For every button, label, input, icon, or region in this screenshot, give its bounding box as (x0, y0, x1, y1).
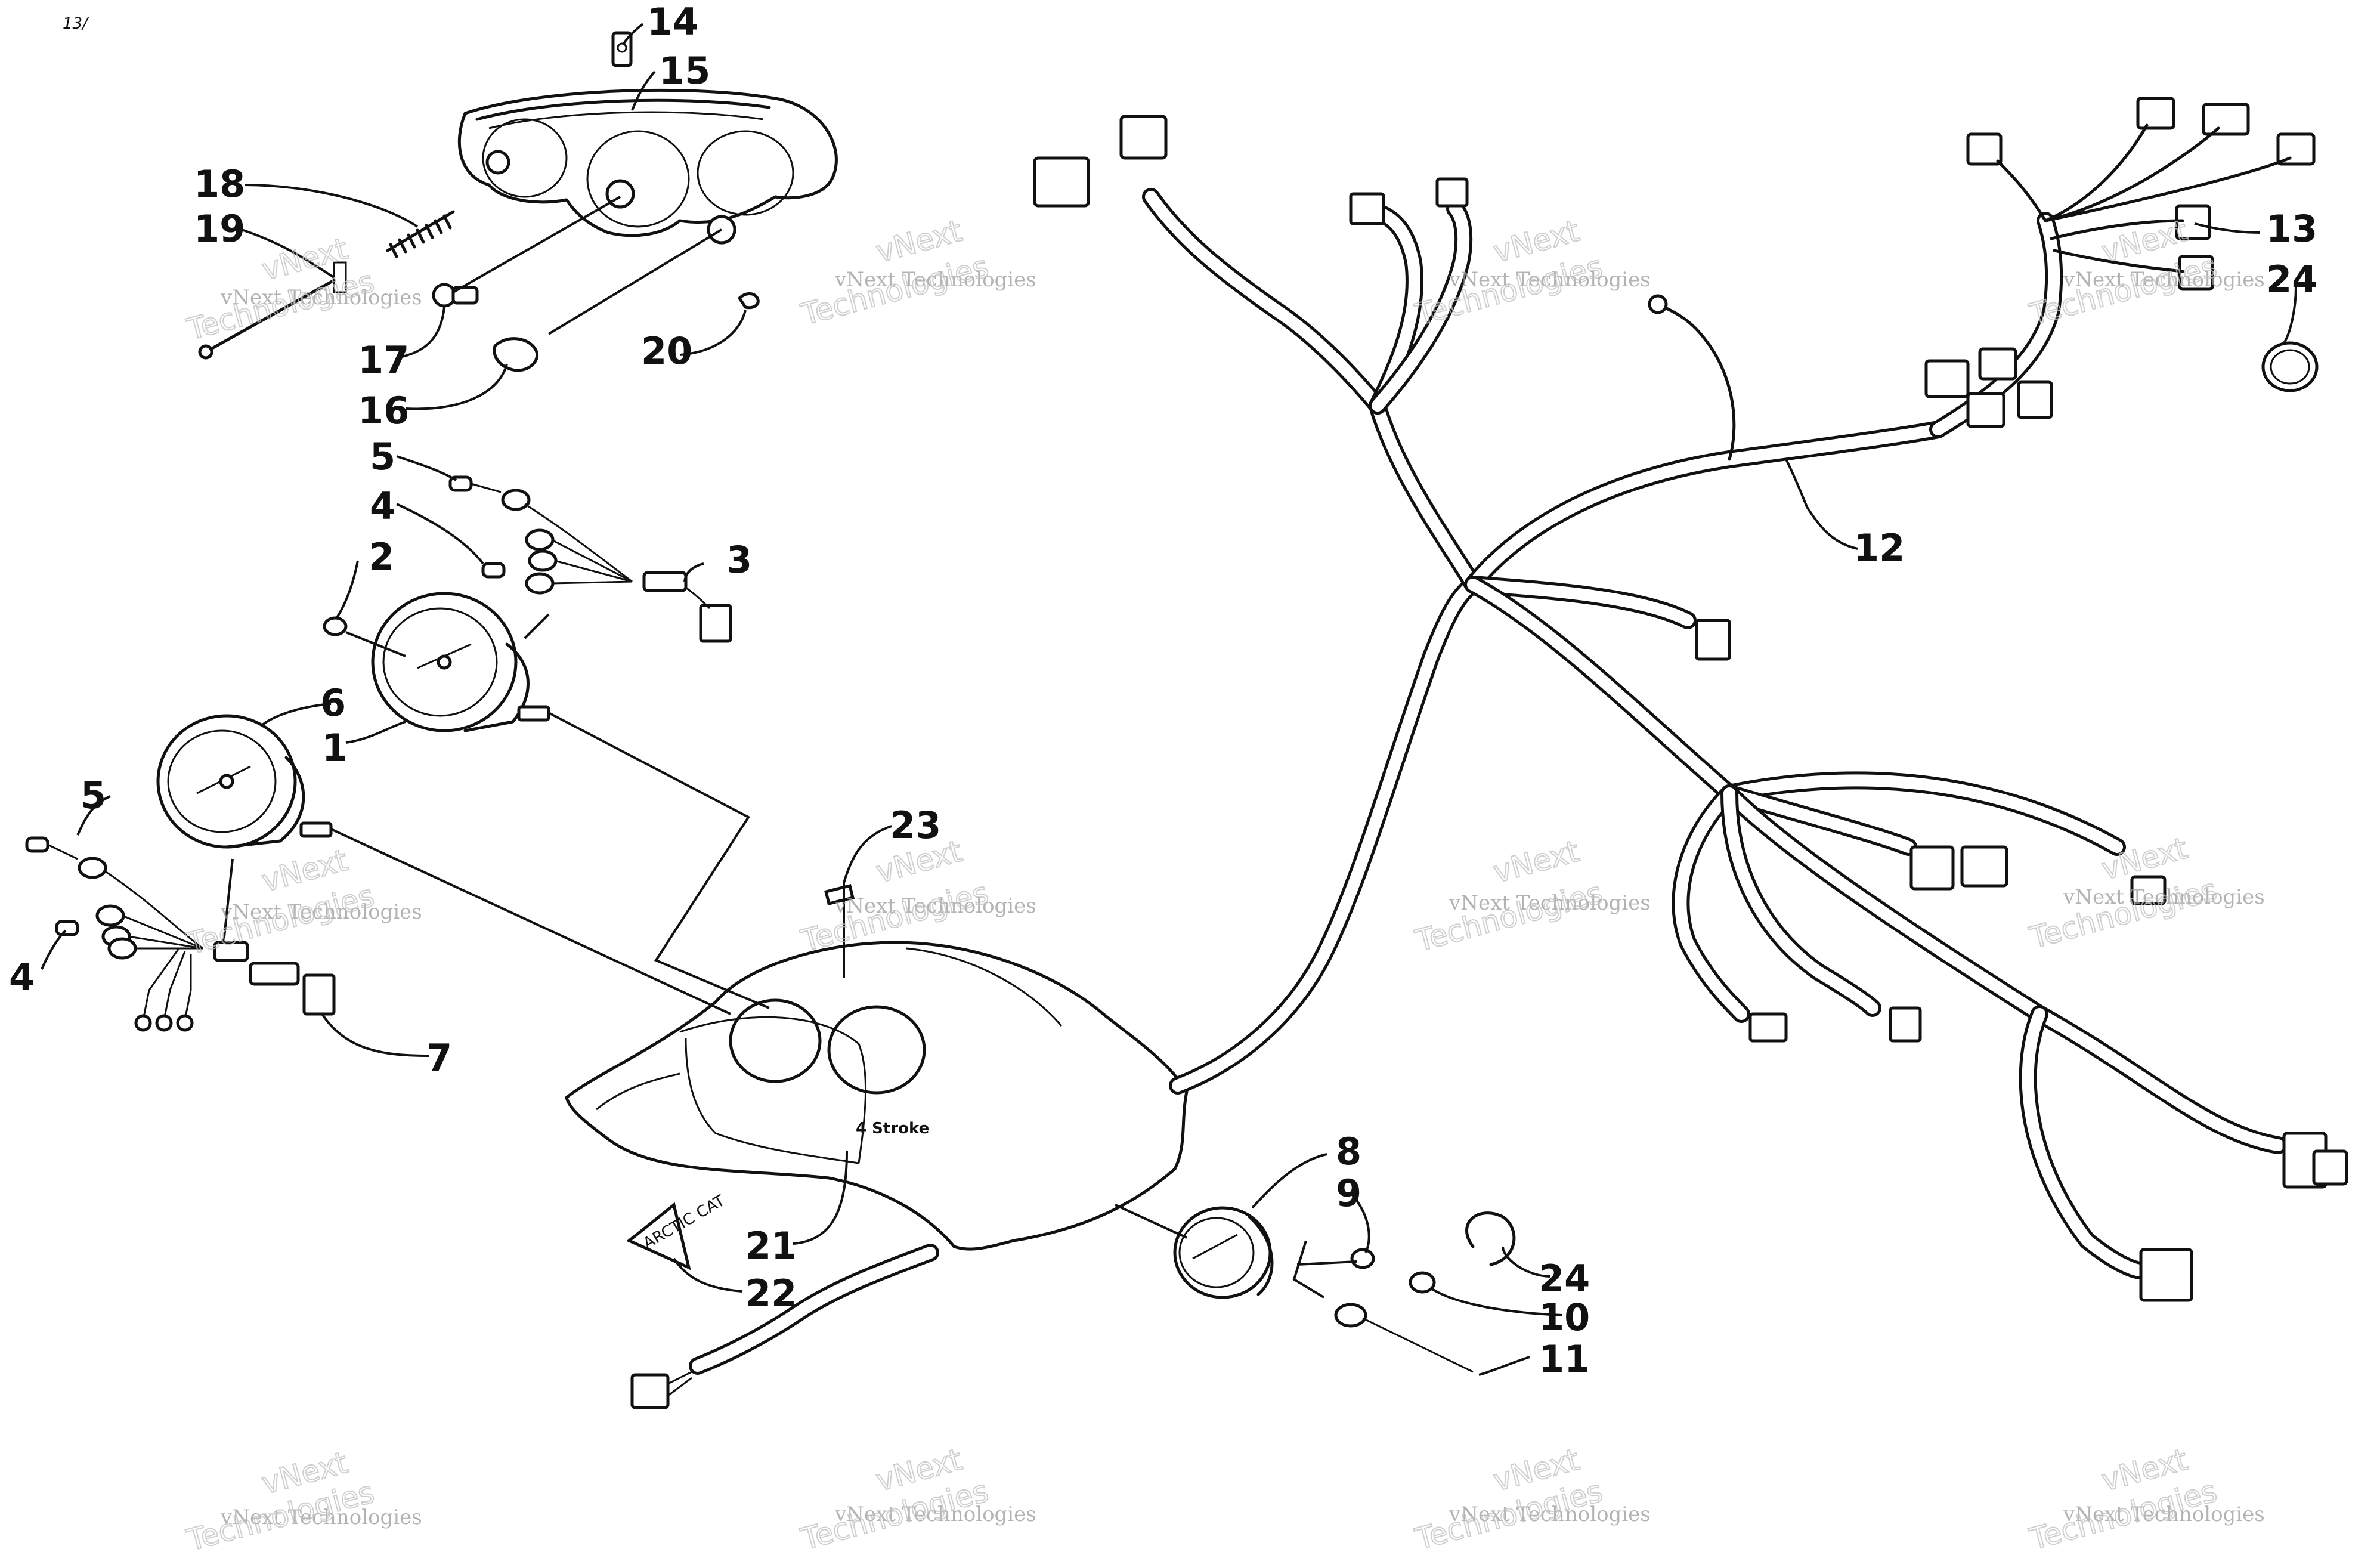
callout-3: 3 (726, 538, 752, 582)
watermark: vNext vNext Technologies Technologies (797, 1442, 1036, 1555)
callout-12: 12 (1853, 526, 1905, 570)
watermark-line-1: vNext Technologies (834, 894, 1036, 918)
watermark-line-1: vNext Technologies (834, 1503, 1036, 1526)
callout-9: 9 (1336, 1171, 1361, 1215)
callout-1: 1 (322, 726, 348, 769)
callout-14: 14 (647, 0, 698, 44)
gauge-nut (1409, 1271, 1436, 1294)
callout-17: 17 (358, 338, 409, 382)
watermark: vNext vNext Technologies Technologies (1411, 213, 1651, 333)
top-right-sub-harness (1996, 123, 2292, 273)
headlight-assembly (457, 88, 838, 245)
callout-16: 16 (358, 389, 409, 432)
headlight-bulb (432, 283, 479, 308)
callout-18: 18 (194, 162, 245, 206)
gauge-harness-upper (448, 475, 732, 643)
bulb-socket (493, 337, 539, 372)
watermark-line-1: vNext Technologies (1449, 268, 1651, 292)
watermark: vNext vNext Technologies Technologies (1411, 833, 1651, 959)
sending-unit-wire (1334, 1303, 1474, 1373)
harness-clamp-right (2261, 341, 2319, 392)
watermark: vNext vNext Technologies Technologies (2025, 830, 2265, 956)
watermark: vNext vNext Technologies Technologies (797, 213, 1036, 333)
watermark-line-1: vNext Technologies (1449, 891, 1651, 915)
watermark-line-1: vNext Technologies (834, 268, 1036, 292)
harness-connectors (1033, 97, 2348, 1302)
callout-4-upper: 4 (370, 484, 395, 528)
callout-6: 6 (320, 681, 346, 725)
watermark: vNext vNext Technologies Technologies (182, 1445, 422, 1555)
callout-15: 15 (659, 49, 710, 92)
watermark-line-1: vNext Technologies (220, 1505, 422, 1529)
marker-bulb (737, 292, 760, 310)
callout-19: 19 (194, 207, 245, 251)
callout-23: 23 (890, 803, 941, 847)
watermark-line-1: vNext Technologies (1449, 1503, 1651, 1526)
watermark: vNext vNext Technologies Technologies (182, 842, 422, 962)
speedometer (371, 592, 550, 732)
callout-4-lower: 4 (9, 956, 35, 999)
callout-21: 21 (745, 1224, 797, 1268)
arctic-cat-decal: ARCTIC CAT (626, 1192, 728, 1270)
watermark: vNext vNext Technologies Technologies (2025, 1442, 2265, 1555)
callout-2: 2 (369, 535, 394, 579)
watermark-line-1: vNext Technologies (2063, 268, 2265, 292)
corner-mark: 13/ (63, 15, 89, 33)
watermark: vNext vNext Technologies Technologies (1411, 1442, 1651, 1555)
callout-13: 13 (2266, 207, 2317, 251)
tachometer (156, 714, 333, 849)
hood-decal-small (824, 883, 855, 906)
adjuster-screw (198, 261, 347, 360)
callout-22: 22 (745, 1272, 797, 1315)
watermark-line-2: vNext (1490, 834, 1583, 890)
callout-24-lower: 24 (1539, 1257, 1590, 1300)
watermark-line-3: Technologies (1412, 875, 1606, 958)
callout-11: 11 (1539, 1337, 1590, 1381)
harness-clamp (1465, 1211, 1516, 1266)
callout-24-upper: 24 (2266, 258, 2317, 301)
callout-5-upper: 5 (370, 435, 395, 478)
callout-10: 10 (1539, 1296, 1590, 1339)
callout-7: 7 (426, 1036, 452, 1080)
main-wiring-harness (1142, 188, 2287, 1279)
fuel-gauge (1173, 1206, 1274, 1299)
callout-8: 8 (1336, 1130, 1361, 1173)
dash-sub-harness (630, 1244, 939, 1409)
callout-5-lower: 5 (81, 774, 106, 817)
watermark-line-1: vNext Technologies (2063, 1503, 2265, 1526)
adjuster-spring (386, 210, 455, 258)
gauge-harness-lower (25, 836, 336, 1032)
watermark-line-1: vNext Technologies (220, 286, 422, 310)
bezel-label: 4 Stroke (856, 1120, 929, 1137)
callout-20: 20 (641, 329, 692, 373)
dash-hood: 4 Stroke (565, 941, 1189, 1251)
watermark-line-1: vNext Technologies (220, 900, 422, 924)
callout-labels: 14 15 18 19 17 16 20 5 4 2 3 6 1 5 4 7 2… (9, 0, 2317, 1381)
watermark-line-1: vNext Technologies (2063, 885, 2265, 909)
gauge-screw (323, 616, 348, 636)
gauge-washer (1350, 1248, 1375, 1269)
